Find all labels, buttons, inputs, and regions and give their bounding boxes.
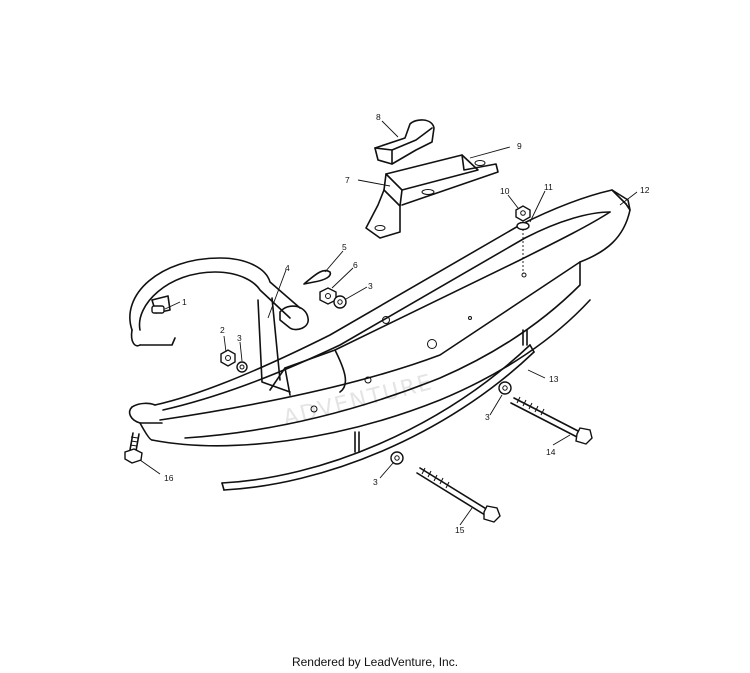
- wear-bar-part-13: [221, 329, 535, 491]
- callout-10: 10: [500, 186, 510, 196]
- washer-part-11: [516, 221, 530, 231]
- callout-12: 12: [640, 185, 650, 195]
- callout-4: 4: [285, 263, 290, 273]
- callout-16: 16: [164, 473, 174, 483]
- callout-6: 6: [353, 260, 358, 270]
- nut-part-2: [220, 349, 236, 367]
- callout-11: 11: [544, 182, 553, 192]
- leader-lines: [139, 120, 638, 526]
- nut-part-10: [515, 205, 531, 222]
- callout-7: 7: [345, 175, 350, 185]
- bolt-part-15: [416, 467, 501, 523]
- callout-1: 1: [182, 297, 187, 307]
- washer-part-3-b: [333, 295, 347, 309]
- callout-9: 9: [517, 141, 522, 151]
- bracket-part-7: [365, 154, 499, 239]
- callout-3: 3: [368, 281, 373, 291]
- callout-13: 13: [549, 374, 559, 384]
- callout-3: 3: [485, 412, 490, 422]
- callout-3: 3: [237, 333, 242, 343]
- callout-2: 2: [220, 325, 225, 335]
- washer-part-3-a: [236, 361, 248, 373]
- ski-handle-part-4: [129, 257, 309, 393]
- pin-part-1: [151, 305, 165, 314]
- footer-credit: Rendered by LeadVenture, Inc.: [291, 655, 459, 669]
- callout-8: 8: [376, 112, 381, 122]
- callout-3: 3: [373, 477, 378, 487]
- washer-part-3-c: [498, 381, 512, 395]
- cotter-pin-part-5: [303, 269, 332, 285]
- bolt-part-14: [510, 396, 593, 445]
- ski-body-part-12: [128, 189, 631, 447]
- bolt-part-16: [124, 432, 143, 464]
- washer-part-3-d: [390, 451, 404, 465]
- callout-15: 15: [455, 525, 465, 535]
- damper-part-8: [374, 119, 435, 165]
- watermark: ADVENTURE: [281, 370, 436, 431]
- callout-labels: 1 2 3 3 3 3 4 5 6 7 8 9 10 11 12 13 14 1…: [164, 112, 650, 535]
- callout-14: 14: [546, 447, 556, 457]
- callout-5: 5: [342, 242, 347, 252]
